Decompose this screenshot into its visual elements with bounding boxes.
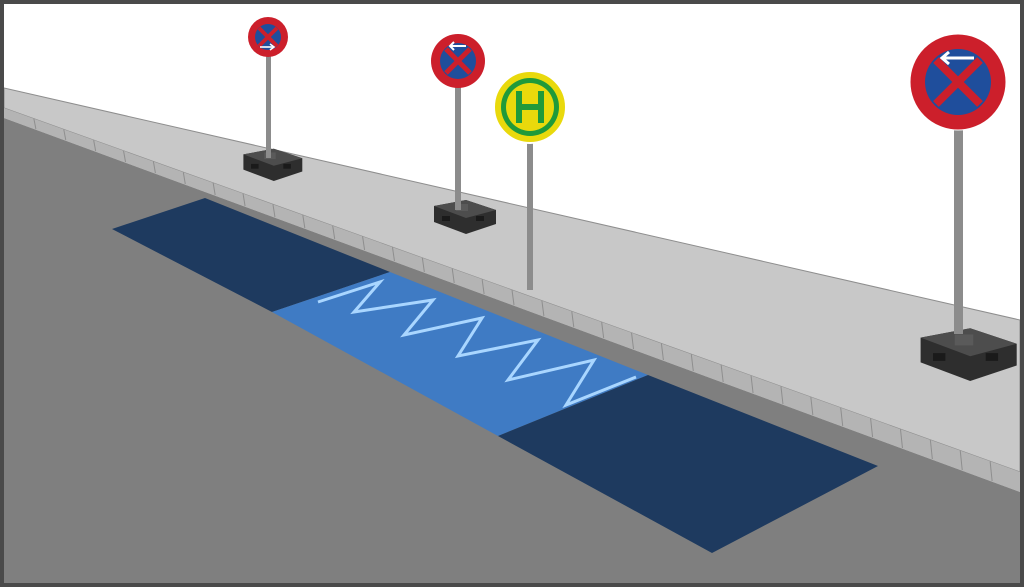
curb-joint — [63, 129, 67, 141]
curb-joint — [840, 407, 844, 427]
sidewalk — [4, 87, 1020, 473]
no-stopping-sign-2 — [431, 34, 496, 234]
arrow-right-icon — [260, 43, 276, 51]
curb-joint — [272, 204, 276, 218]
parking-area-left — [112, 198, 390, 312]
curb-joint — [601, 322, 605, 339]
curb-joint — [660, 343, 664, 361]
bus-stop-pole — [527, 140, 533, 290]
curb-joint — [631, 332, 635, 350]
curb-joint — [780, 386, 784, 405]
curb-joint — [959, 450, 963, 471]
curb-joint — [870, 418, 874, 438]
curb-joint — [152, 161, 156, 174]
arrow-left-icon — [448, 41, 466, 51]
zigzag-marking — [317, 278, 637, 409]
curb — [4, 108, 1020, 492]
curb-joint — [302, 214, 306, 229]
scene-svg — [4, 4, 1020, 583]
curb-joint — [182, 172, 186, 185]
curb-joint — [511, 289, 515, 306]
curb-joint — [362, 236, 366, 251]
curb-joint — [421, 257, 425, 273]
curb-joint — [242, 193, 246, 207]
bus-stop-sign — [493, 70, 567, 290]
curb-joint — [123, 150, 127, 163]
curb-joint — [33, 118, 37, 130]
curb-joint — [720, 364, 724, 383]
no-stopping-sign-3 — [909, 33, 1017, 381]
arrow-left-icon — [939, 50, 974, 66]
curb-joint — [332, 225, 336, 240]
sign-pole-3 — [954, 120, 963, 334]
h-letter-icon — [516, 91, 544, 123]
curb-joint — [93, 140, 97, 152]
curb-joint — [929, 439, 933, 460]
curb-joint — [451, 268, 455, 284]
sign-pole-2 — [455, 82, 461, 210]
curb-joint — [899, 429, 903, 449]
curb-joint — [810, 397, 814, 416]
no-stopping-sign-1 — [243, 17, 303, 181]
curb-joint — [989, 461, 993, 482]
curb-joint — [481, 279, 485, 295]
curb-joint — [571, 311, 575, 328]
curb-joint — [212, 182, 216, 196]
curb-segments — [33, 118, 993, 482]
parking-area-right — [498, 375, 878, 553]
curb-joint — [391, 247, 395, 262]
curb-joint — [541, 300, 545, 317]
curb-joint — [750, 375, 754, 394]
curb-joint — [690, 354, 694, 372]
sign-pole-1 — [266, 54, 271, 158]
